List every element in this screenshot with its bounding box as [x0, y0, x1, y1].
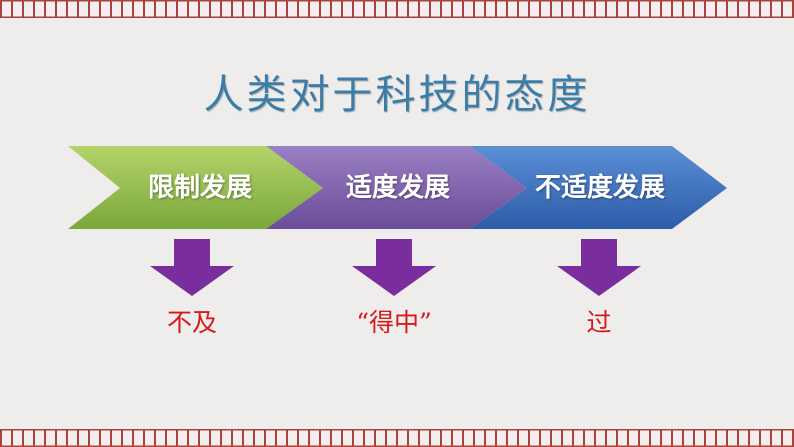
stage-label-excessive: 不适度发展 — [534, 173, 665, 203]
chevron-moderate-development — [266, 146, 527, 229]
result-golden-mean: “得中” — [356, 308, 432, 337]
stage-label-moderate: 适度发展 — [345, 173, 450, 203]
chevron-excessive-development — [470, 146, 727, 229]
stage-label-limited: 限制发展 — [147, 173, 252, 203]
top-decorative-band — [0, 0, 794, 18]
chevron-limited-development — [68, 146, 323, 229]
slide-title: 人类对于科技的态度 — [203, 72, 591, 118]
bottom-decorative-band — [0, 429, 794, 447]
down-arrow-2 — [352, 239, 436, 296]
result-insufficient: 不及 — [166, 308, 217, 337]
down-arrow-3 — [557, 239, 641, 296]
result-excess: 过 — [586, 308, 612, 337]
down-arrow-1 — [150, 239, 234, 296]
